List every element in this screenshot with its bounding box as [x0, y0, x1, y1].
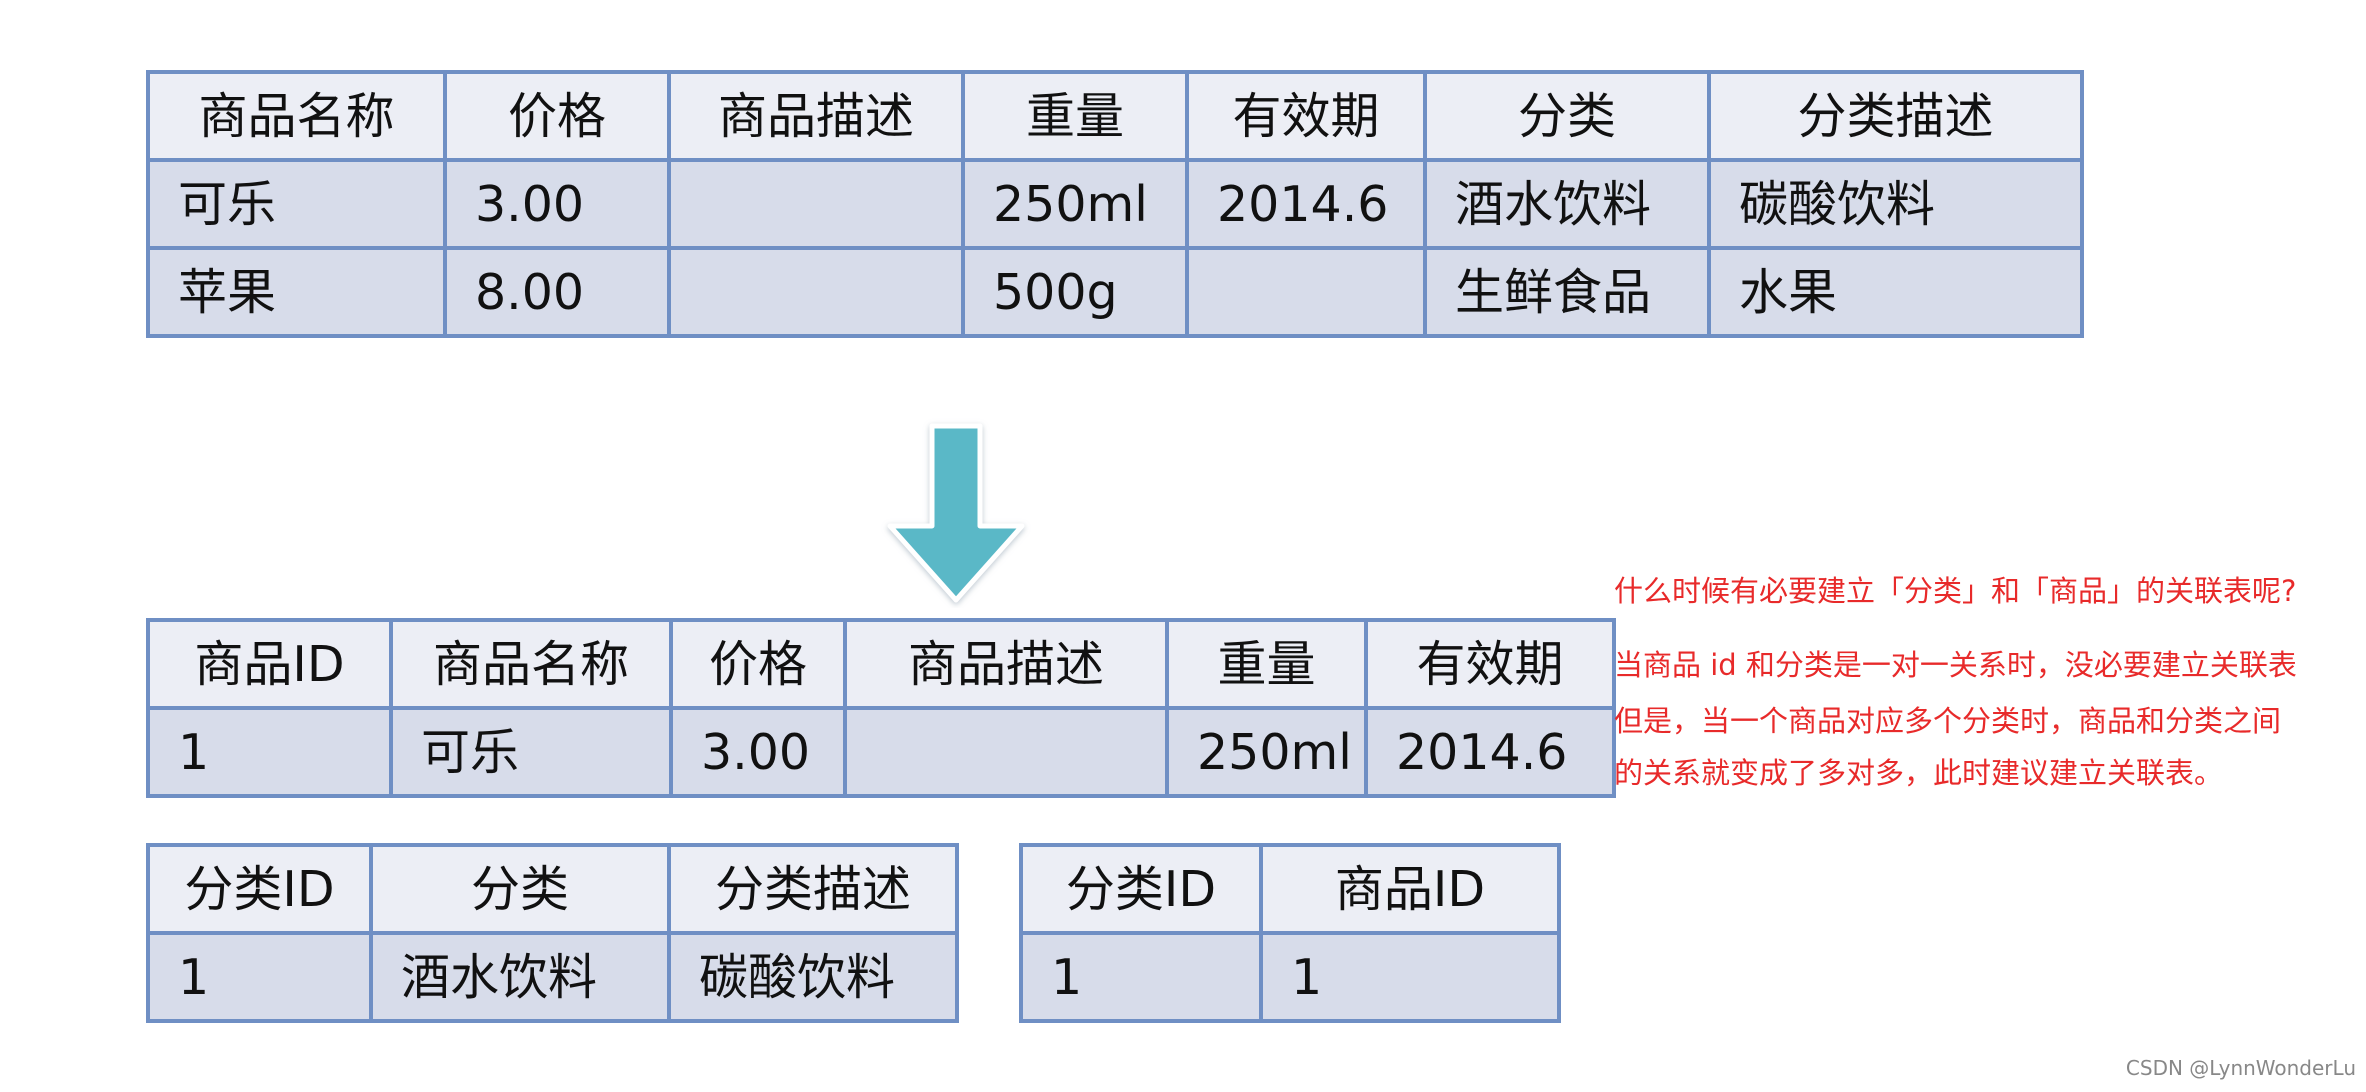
annotation-line: 但是，当一个商品对应多个分类时，商品和分类之间 [1614, 704, 2282, 738]
table-cell: 酒水饮料 [1423, 158, 1711, 250]
header-cell: 分类 [369, 843, 671, 935]
table-cell: 2014.6 [1185, 158, 1427, 250]
table-cell: 苹果 [146, 246, 447, 338]
header-cell: 重量 [961, 70, 1189, 162]
header-cell: 有效期 [1364, 618, 1616, 710]
category-product-relation-table: 分类ID 商品ID 1 1 [1019, 843, 1561, 1023]
header-cell: 分类描述 [1707, 70, 2084, 162]
table-header-row: 商品ID 商品名称 价格 商品描述 重量 有效期 [146, 618, 1616, 710]
table-cell: 可乐 [146, 158, 447, 250]
header-cell: 有效期 [1185, 70, 1427, 162]
table-row: 1 1 [1019, 931, 1561, 1023]
table-cell: 250ml [961, 158, 1189, 250]
annotation-line: 什么时候有必要建立「分类」和「商品」的关联表呢? [1614, 574, 2297, 608]
header-cell: 分类描述 [667, 843, 959, 935]
table-row: 1 酒水饮料 碳酸饮料 [146, 931, 959, 1023]
header-cell: 商品名称 [146, 70, 447, 162]
table-cell: 3.00 [669, 706, 847, 798]
table-cell: 生鲜食品 [1423, 246, 1711, 338]
table-header-row: 商品名称 价格 商品描述 重量 有效期 分类 分类描述 [146, 70, 2084, 162]
header-cell: 价格 [443, 70, 671, 162]
table-cell: 水果 [1707, 246, 2084, 338]
original-product-table: 商品名称 价格 商品描述 重量 有效期 分类 分类描述 可乐 3.00 250m… [146, 70, 2084, 338]
header-cell: 分类ID [1019, 843, 1263, 935]
header-cell: 商品ID [1259, 843, 1561, 935]
header-cell: 商品描述 [843, 618, 1169, 710]
table-cell: 500g [961, 246, 1189, 338]
table-cell: 碳酸饮料 [1707, 158, 2084, 250]
table-cell: 250ml [1165, 706, 1368, 798]
product-table: 商品ID 商品名称 价格 商品描述 重量 有效期 1 可乐 3.00 250ml… [146, 618, 1616, 798]
annotation-line: 的关系就变成了多对多，此时建议建立关联表。 [1614, 756, 2224, 790]
table-cell: 碳酸饮料 [667, 931, 959, 1023]
table-cell [1185, 246, 1427, 338]
table-header-row: 分类ID 商品ID [1019, 843, 1561, 935]
header-cell: 商品描述 [667, 70, 965, 162]
annotation-note: 什么时候有必要建立「分类」和「商品」的关联表呢? 当商品 id 和分类是一对一关… [1614, 572, 2297, 792]
header-cell: 商品名称 [389, 618, 673, 710]
table-cell: 3.00 [443, 158, 671, 250]
table-cell: 2014.6 [1364, 706, 1616, 798]
table-row: 可乐 3.00 250ml 2014.6 酒水饮料 碳酸饮料 [146, 158, 2084, 250]
table-cell: 酒水饮料 [369, 931, 671, 1023]
arrow-shape [887, 423, 1025, 603]
table-cell: 1 [1019, 931, 1263, 1023]
table-row: 苹果 8.00 500g 生鲜食品 水果 [146, 246, 2084, 338]
header-cell: 重量 [1165, 618, 1368, 710]
table-cell: 1 [146, 931, 373, 1023]
down-arrow-icon [887, 423, 1025, 603]
table-cell: 1 [1259, 931, 1561, 1023]
table-cell [843, 706, 1169, 798]
table-cell: 8.00 [443, 246, 671, 338]
table-cell [667, 158, 965, 250]
watermark: CSDN @LynnWonderLu [2125, 1056, 2356, 1080]
header-cell: 分类ID [146, 843, 373, 935]
table-row: 1 可乐 3.00 250ml 2014.6 [146, 706, 1616, 798]
header-cell: 价格 [669, 618, 847, 710]
header-cell: 分类 [1423, 70, 1711, 162]
table-cell: 可乐 [389, 706, 673, 798]
annotation-line: 当商品 id 和分类是一对一关系时，没必要建立关联表 [1614, 648, 2297, 682]
header-cell: 商品ID [146, 618, 393, 710]
table-header-row: 分类ID 分类 分类描述 [146, 843, 959, 935]
table-cell: 1 [146, 706, 393, 798]
category-table: 分类ID 分类 分类描述 1 酒水饮料 碳酸饮料 [146, 843, 959, 1023]
table-cell [667, 246, 965, 338]
